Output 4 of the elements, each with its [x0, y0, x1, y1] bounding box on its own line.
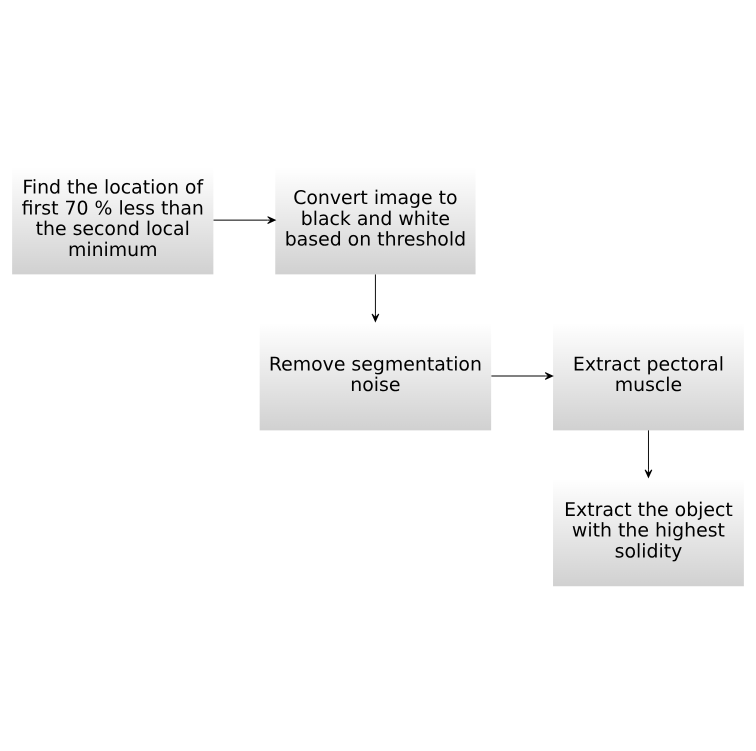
arrow [372, 274, 380, 322]
arrow [213, 216, 276, 224]
arrow [490, 372, 554, 380]
arrow [644, 429, 652, 478]
